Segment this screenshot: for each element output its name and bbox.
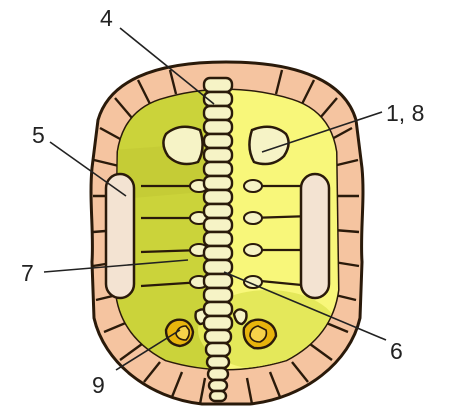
label-7: 7 — [21, 260, 34, 286]
label-6: 6 — [390, 338, 403, 364]
label-4: 4 — [100, 5, 113, 31]
label-1-8: 1, 8 — [386, 100, 424, 126]
spine — [204, 78, 232, 401]
label-5: 5 — [32, 122, 45, 148]
label-9: 9 — [92, 372, 105, 398]
